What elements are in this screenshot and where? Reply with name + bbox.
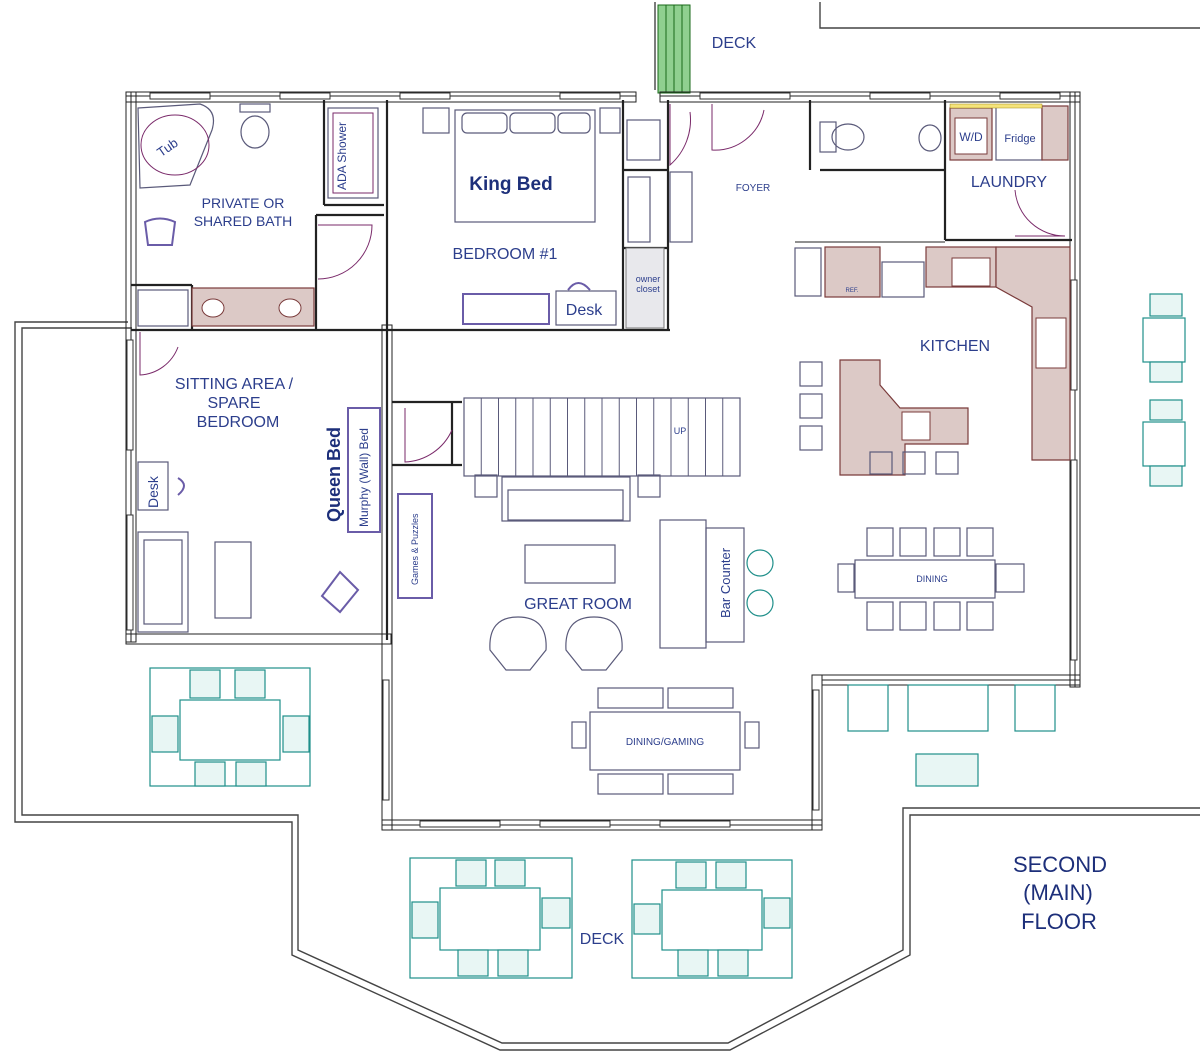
laundry-label: LAUNDRY: [971, 174, 1048, 191]
sitting-furniture: [137, 407, 433, 633]
interior-walls: [131, 100, 1072, 640]
floor-title-line3: FLOOR: [1021, 909, 1097, 934]
games-puzzles-label: Games & Puzzles: [410, 513, 420, 585]
ada-shower-label: ADA Shower: [335, 122, 349, 190]
sitting-label-line3: BEDROOM: [197, 414, 280, 431]
bar-counter-label: Bar Counter: [718, 547, 733, 618]
foyer-laundry-fixtures: [819, 103, 1069, 161]
fridge-label: Fridge: [1004, 133, 1035, 145]
dining-gaming-label: DINING/GAMING: [626, 737, 705, 748]
kitchen-label: KITCHEN: [920, 338, 990, 355]
sitting-desk-label: Desk: [145, 475, 161, 508]
floor-title-line1: SECOND: [1013, 852, 1107, 877]
bedroom-label: BEDROOM #1: [453, 246, 558, 263]
kitchen-fixtures: [794, 246, 1071, 476]
stairs: [463, 397, 741, 477]
murphy-bed-label: Murphy (Wall) Bed: [357, 428, 371, 527]
floor-title-line2: (MAIN): [1023, 880, 1093, 905]
bath-label-line2: SHARED BATH: [194, 213, 293, 229]
sitting-label-line1: SITTING AREA /: [175, 376, 294, 393]
queen-bed-label: Queen Bed: [324, 427, 344, 522]
wd-label: W/D: [959, 130, 983, 144]
stairs-up-label: UP: [674, 426, 687, 436]
foyer-label: FOYER: [736, 183, 770, 194]
deck-stair: [657, 4, 691, 94]
deck-top-label: DECK: [712, 35, 757, 52]
great-room-label: GREAT ROOM: [524, 596, 632, 613]
deck-bottom-label: DECK: [580, 931, 625, 948]
bedroom-desk-label: Desk: [566, 302, 603, 319]
king-bed-label: King Bed: [469, 174, 552, 195]
owner-closet-label-2: closet: [636, 284, 660, 294]
deck-outline: [14, 2, 1200, 1051]
ref-label: REF.: [845, 288, 858, 294]
great-room-furniture: [474, 474, 774, 795]
owner-closet-label-1: owner: [636, 274, 661, 284]
sitting-label-line2: SPARE: [207, 395, 260, 412]
door-swings: [139, 104, 1066, 463]
outdoor-furniture: [149, 293, 1186, 979]
bedroom-furniture: [422, 107, 693, 329]
bath-label-line1: PRIVATE OR: [202, 195, 285, 211]
tub-label: Tub: [154, 135, 181, 160]
windows: [126, 92, 1078, 828]
dining-label: DINING: [916, 574, 948, 584]
dining-furniture: [837, 527, 1025, 631]
bath-fixtures: [137, 103, 379, 327]
